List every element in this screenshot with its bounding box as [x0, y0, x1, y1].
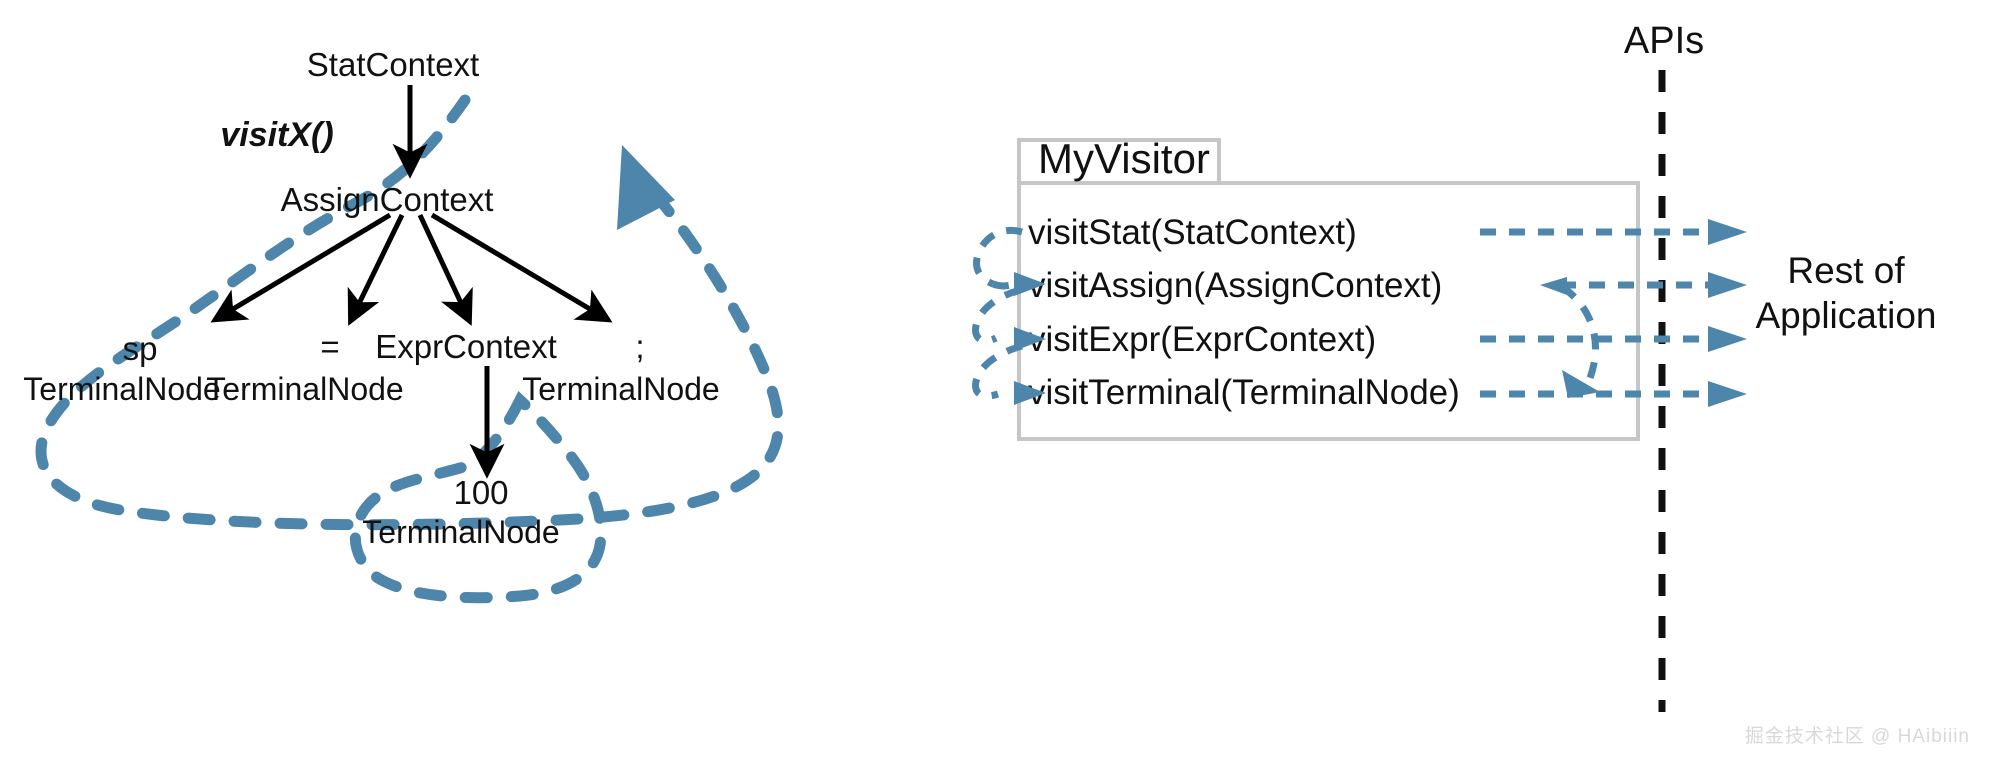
- node-exprcontext: ExprContext: [375, 328, 557, 365]
- leaf-type-eq: TerminalNode: [206, 371, 403, 407]
- visitx-label: visitX(): [220, 116, 333, 154]
- visitor-method-2[interactable]: visitExpr(ExprContext): [1028, 320, 1376, 359]
- api-boundary-label: APIs: [1624, 20, 1704, 62]
- edge-assign-to-sp: [210, 212, 392, 323]
- assign-bend-down-curve: [1560, 284, 1599, 380]
- leaf-type-semi: TerminalNode: [522, 371, 719, 407]
- visitor-class-name: MyVisitor: [1038, 135, 1210, 182]
- visitor-method-0[interactable]: visitStat(StatContext): [1028, 213, 1357, 252]
- expr-child-dashed-loop: [349, 390, 607, 604]
- tree-walk-dashed-loop: [35, 94, 784, 531]
- visitor-class-body: [1017, 181, 1640, 441]
- dispatch-arrowhead-assign: [1014, 272, 1046, 296]
- rest-of-application-line2: Application: [1755, 295, 1936, 336]
- watermark: 掘金技术社区 @ HAibiiin: [1744, 726, 1970, 747]
- visitor-method-1[interactable]: visitAssign(AssignContext): [1028, 266, 1442, 305]
- leaf-token-semi: ;: [635, 328, 644, 365]
- rest-of-application-line1: Rest of: [1787, 250, 1905, 291]
- outbound-arrowhead-assign: [1708, 272, 1747, 298]
- walk-arrowhead: [617, 145, 675, 230]
- node-assigncontext: AssignContext: [281, 181, 494, 218]
- leaf-token-sp: sp: [123, 330, 158, 367]
- edge-assign-to-expr: [417, 213, 473, 326]
- leaf-type-100: TerminalNode: [362, 514, 559, 550]
- outbound-arrowhead-expr: [1708, 326, 1747, 352]
- dispatch-arrowhead-expr: [1014, 327, 1046, 351]
- bend-arrowhead-assign-left: [1540, 277, 1567, 295]
- bend-arrowhead-terminal: [1562, 370, 1600, 398]
- leaf-token-eq: =: [320, 328, 339, 365]
- dispatch-arrowhead-terminal: [1014, 381, 1046, 405]
- leaf-token-100: 100: [453, 474, 508, 511]
- visitor-method-3[interactable]: visitTerminal(TerminalNode): [1028, 373, 1460, 412]
- edge-assign-to-eq: [347, 213, 405, 326]
- edge-assign-to-semi: [430, 212, 613, 323]
- outbound-arrowhead-terminal: [1708, 381, 1747, 407]
- dispatch-stat-to-assign: [991, 279, 1019, 290]
- node-statcontext: StatContext: [307, 46, 479, 83]
- outbound-arrowhead-stat: [1708, 219, 1747, 245]
- leaf-type-sp: TerminalNode: [23, 371, 220, 407]
